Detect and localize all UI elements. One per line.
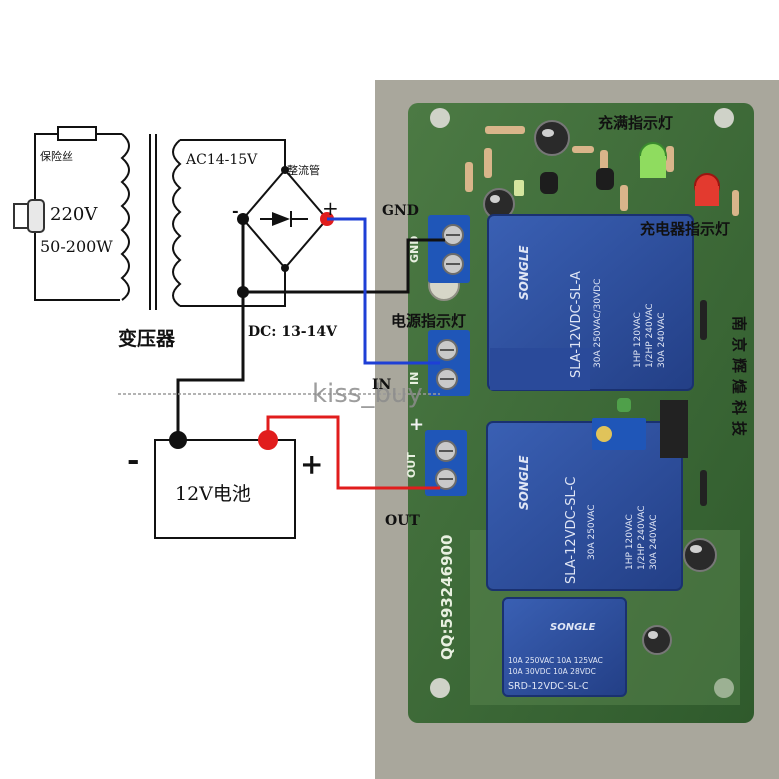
battery-icon bbox=[154, 439, 296, 539]
mount-hole bbox=[430, 678, 450, 698]
trimmer-screw bbox=[596, 426, 612, 442]
battery-minus-sign: - bbox=[127, 443, 139, 478]
capacitor-top bbox=[542, 129, 554, 137]
company-label: 南京辉煌科技 bbox=[730, 316, 748, 442]
diode bbox=[700, 470, 707, 506]
battery-label: 12V电池 bbox=[175, 483, 251, 505]
relay-2 bbox=[486, 421, 683, 591]
resistor bbox=[484, 148, 492, 178]
plug-icon bbox=[13, 203, 29, 229]
resistor bbox=[465, 162, 473, 192]
input-power-label: 50-200W bbox=[40, 237, 113, 256]
charger-indicator-label: 充电器指示灯 bbox=[640, 220, 730, 238]
capacitor bbox=[642, 625, 672, 655]
mount-hole bbox=[430, 108, 450, 128]
secondary-wire bbox=[180, 139, 286, 170]
primary-coil bbox=[120, 133, 130, 301]
fuse-icon bbox=[57, 126, 97, 141]
relay-3-rating-2: 10A 30VDC 10A 28VDC bbox=[508, 667, 596, 676]
gnd-wire bbox=[243, 238, 445, 294]
relay-2-rating-3: 1/2HP 240VAC bbox=[637, 505, 647, 570]
power-indicator-label: 电源指示灯 bbox=[391, 312, 466, 330]
transistor bbox=[540, 172, 558, 194]
secondary-coil bbox=[172, 139, 182, 307]
silk-in-label: IN bbox=[408, 372, 421, 385]
small-capacitor bbox=[617, 398, 631, 412]
relay-3-rating-1: 10A 250VAC 10A 125VAC bbox=[508, 656, 603, 665]
diode bbox=[700, 300, 707, 340]
out-wire bbox=[266, 415, 440, 490]
relay-3 bbox=[502, 597, 627, 697]
mount-hole bbox=[714, 678, 734, 698]
relay-1-model: SLA-12VDC-SL-A bbox=[569, 271, 584, 378]
relay-2-rating-2: 1HP 120VAC bbox=[625, 514, 635, 570]
silk-gnd-label: GND bbox=[408, 236, 421, 263]
relay-3-model: SRD-12VDC-SL-C bbox=[508, 681, 589, 692]
secondary-wire bbox=[180, 268, 286, 307]
plug-body bbox=[27, 199, 45, 233]
relay-3-brand: SONGLE bbox=[550, 622, 596, 633]
relay-1-rating-4: 30A 240VAC bbox=[657, 312, 667, 368]
resistor bbox=[620, 185, 628, 211]
mount-hole bbox=[714, 108, 734, 128]
relay-1-rating-3: 1/2HP 240VAC bbox=[645, 303, 655, 368]
relay-1-rating-1: 30A 250VAC/30VDC bbox=[593, 279, 603, 368]
silk-out-label: OUT bbox=[405, 452, 418, 478]
capacitor-top bbox=[490, 195, 500, 203]
input-voltage-label: 220V bbox=[50, 204, 98, 225]
relay-1 bbox=[487, 214, 694, 391]
resistor bbox=[666, 146, 674, 172]
relay-1-brand: SONGLE bbox=[517, 245, 531, 300]
bridge-plus-sign: + bbox=[322, 196, 339, 220]
in-wire bbox=[327, 217, 440, 365]
resistor bbox=[572, 146, 594, 153]
relay-2-rating-1: 30A 250VAC bbox=[587, 504, 597, 560]
diode bbox=[732, 190, 739, 216]
heatsink bbox=[660, 400, 688, 458]
battery-negative-terminal bbox=[169, 431, 187, 449]
qq-label: QQ:593246900 bbox=[438, 535, 456, 660]
terminal-in bbox=[428, 330, 470, 396]
green-led-body bbox=[640, 156, 666, 178]
gnd-label: GND bbox=[382, 203, 419, 219]
rectifier-label: 整流管 bbox=[287, 163, 320, 177]
ac-voltage-label: AC14-15V bbox=[185, 152, 258, 168]
small-capacitor bbox=[514, 180, 524, 196]
bridge-minus-sign: - bbox=[232, 201, 239, 220]
potentiometer bbox=[592, 418, 646, 450]
bridge-node bbox=[281, 166, 289, 174]
capacitor-top bbox=[648, 631, 658, 639]
transformer-label: 变压器 bbox=[118, 327, 176, 350]
full-indicator-label: 充满指示灯 bbox=[598, 114, 673, 132]
capacitor bbox=[683, 538, 717, 572]
capacitor bbox=[534, 120, 570, 156]
watermark-text: kiss_buy bbox=[312, 379, 423, 409]
relay-2-brand: SONGLE bbox=[517, 455, 531, 510]
capacitor-top bbox=[690, 545, 702, 553]
red-led-body bbox=[695, 186, 719, 206]
negative-wire bbox=[176, 219, 245, 440]
diode-icon bbox=[272, 212, 290, 226]
relay-2-rating-4: 30A 240VAC bbox=[649, 514, 659, 570]
relay-2-model: SLA-12VDC-SL-C bbox=[564, 477, 579, 584]
out-label: OUT bbox=[385, 513, 420, 529]
bridge-node bbox=[281, 264, 289, 272]
terminal-out bbox=[425, 430, 467, 496]
fuse-label: 保险丝 bbox=[40, 149, 73, 163]
in-label: IN bbox=[372, 377, 392, 393]
silk-plus-sign: + bbox=[409, 414, 424, 435]
resistor bbox=[485, 126, 525, 134]
transistor bbox=[596, 168, 614, 190]
battery-plus-sign: + bbox=[300, 448, 323, 481]
dc-voltage-label: DC: 13-14V bbox=[248, 324, 338, 340]
bridge-negative-node bbox=[237, 213, 249, 225]
relay-1-rating-2: 1HP 120VAC bbox=[633, 312, 643, 368]
terminal-gnd bbox=[428, 215, 470, 283]
